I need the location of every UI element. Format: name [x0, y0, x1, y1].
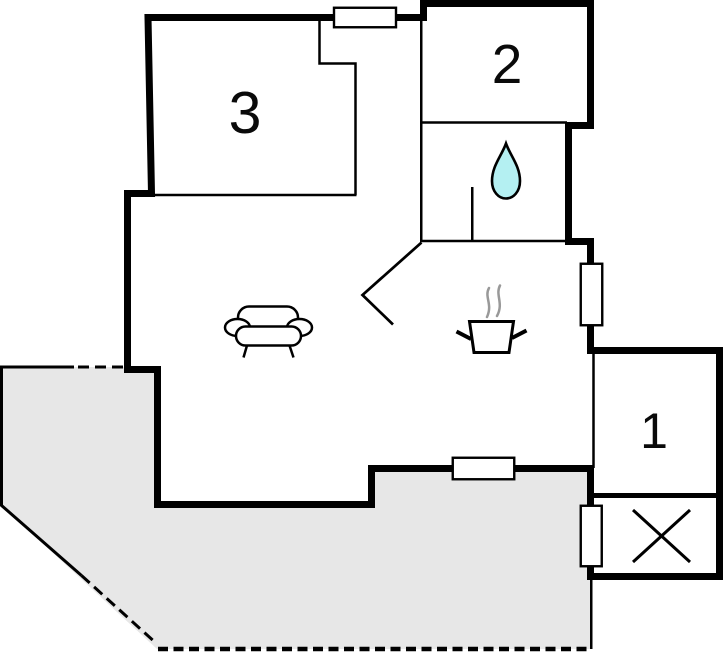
sofa-icon [223, 305, 314, 358]
steam-line-left [485, 286, 491, 319]
steam-icon [485, 284, 502, 319]
pot-handle-right [511, 328, 528, 340]
terrace-boundary [0, 365, 593, 652]
sofa-seat [234, 325, 303, 347]
window-right-upper [579, 262, 604, 327]
water-drop-icon [490, 139, 522, 200]
x-cross-symbol [631, 508, 692, 564]
terrace-diagonal-solid [0, 503, 83, 577]
windows [332, 6, 604, 568]
room-2-label: 2 [492, 33, 523, 95]
interior-walls [151, 17, 595, 468]
room-1-label: 1 [640, 403, 668, 459]
x-cross-line2 [631, 508, 692, 564]
pot-handle-left [455, 329, 472, 341]
sofa-leg-right [288, 345, 295, 358]
window-right-lower [579, 504, 603, 568]
exterior-walls [124, 0, 723, 580]
room-3-label: 3 [229, 80, 262, 146]
open-door [360, 241, 423, 326]
window-top [332, 6, 398, 29]
window-bottom [451, 456, 516, 481]
cooking-pot-icon [455, 284, 528, 354]
pot-body [467, 320, 516, 354]
interior-wall-room3 [151, 17, 357, 197]
steam-line-right [495, 284, 502, 318]
interior-wall-bathroom [420, 17, 568, 243]
sofa-leg-left [242, 345, 249, 358]
